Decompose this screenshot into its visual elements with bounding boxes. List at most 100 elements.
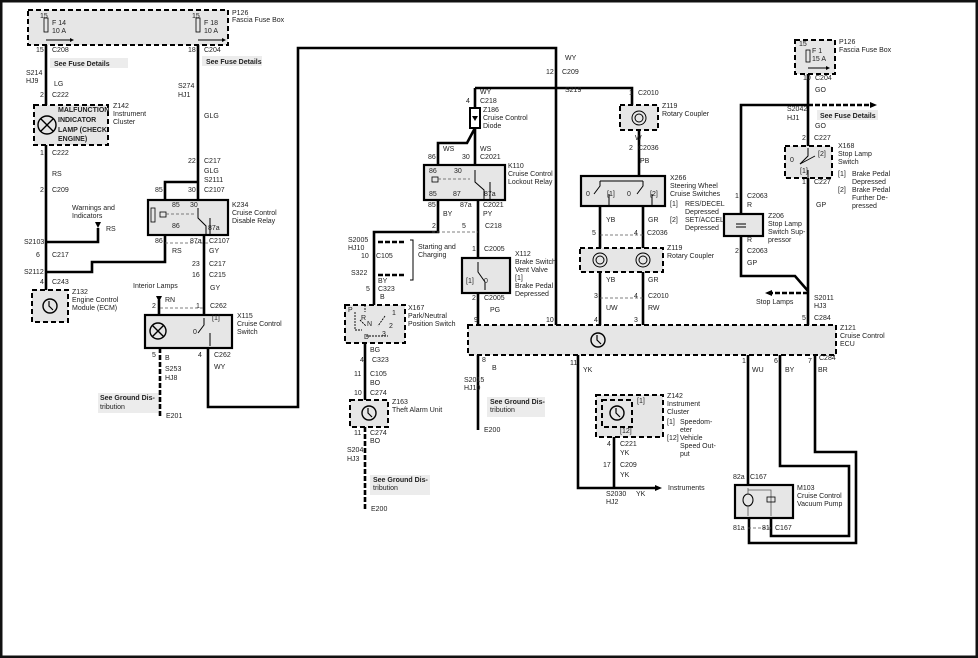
z142b-label: Instruments <box>668 485 705 492</box>
fuse-box-left-label: F 18 <box>204 20 218 27</box>
stop-label: P126 <box>839 39 855 46</box>
x266-label: Cruise Switches <box>670 191 721 198</box>
stop-label: 2 <box>735 248 739 255</box>
ecu-icon <box>609 405 625 421</box>
z142b-label: Speedom- <box>680 419 713 426</box>
mil-label: 2 <box>40 92 44 99</box>
x167-label: 2 <box>389 323 393 330</box>
k234-label: C217 <box>209 261 226 268</box>
z142b-label: C221 <box>620 441 637 448</box>
k110-label: 30 <box>462 154 470 161</box>
lamp-icon <box>149 322 167 340</box>
z142b-label: [1] <box>667 419 675 426</box>
x167-label: BG <box>370 347 380 354</box>
stop-label: Brake Pedal <box>852 187 891 194</box>
stop-label: 15 A <box>812 56 826 63</box>
z142b-label: YK <box>620 472 630 479</box>
stop-label: Switch Sup- <box>768 229 806 236</box>
k110-label: 87a <box>460 202 472 209</box>
rotary-coupler-icon <box>635 252 651 268</box>
k110-label: 87a <box>484 191 496 198</box>
x266-label: Z119 <box>662 103 678 110</box>
k110-label: 86 <box>429 168 437 175</box>
x266-label: C2010 <box>638 90 659 97</box>
x115-label: E201 <box>166 413 182 420</box>
x115-cruise-switch <box>143 313 234 350</box>
wire-steering <box>598 130 645 325</box>
x115-label: Cruise Control <box>237 321 282 328</box>
ecu-label: 1 <box>742 358 746 365</box>
k234-label: 30 <box>190 202 198 209</box>
fuse-box-left-label: 10 A <box>204 28 218 35</box>
stop-label: F 1 <box>812 48 822 55</box>
stop-label: See Fuse Details <box>820 113 876 120</box>
x266-label: C2036 <box>647 230 668 237</box>
x115-label: WY <box>214 364 226 371</box>
z119-rotary-coupler-upper <box>619 104 659 131</box>
ecu-label: ECU <box>840 341 855 348</box>
relay-coil-icon <box>431 176 470 183</box>
x167-label: Charging <box>418 252 447 259</box>
wire-br-pump <box>747 355 858 545</box>
k234-label: 87a <box>190 238 202 245</box>
stop-label: Stop Lamps <box>756 299 794 306</box>
k110-label: PY <box>483 211 493 218</box>
k110-label: K110 <box>508 163 524 170</box>
k234-label: C217 <box>204 158 221 165</box>
stop-label: Z206 <box>768 213 784 220</box>
x266-label: GR <box>648 217 659 224</box>
z142b-label: 17 <box>603 462 611 469</box>
mil-label: Cluster <box>113 119 136 126</box>
bracket <box>410 239 414 281</box>
stop-label: HJ3 <box>814 303 827 310</box>
ecu-label: See Ground Dis- <box>490 399 546 406</box>
k110-label: Diode <box>483 123 501 130</box>
z142b-label: put <box>680 451 690 458</box>
x266-label: RES/DECEL <box>685 201 725 208</box>
stop-label: C227 <box>814 179 831 186</box>
mil-label: C222 <box>52 92 69 99</box>
stop-label: S2042 <box>787 106 807 113</box>
x115-label: 1 <box>196 303 200 310</box>
x266-label: SET/ACCEL <box>685 217 724 224</box>
wire-by <box>372 200 440 305</box>
fuse-box-left-label: 10 A <box>52 28 66 35</box>
k234-label: 85 <box>155 187 163 194</box>
k110-label: S219 <box>565 87 581 94</box>
x112-label: X112 <box>515 251 531 258</box>
z142b-label: 4 <box>607 441 611 448</box>
stop-label: pressor <box>768 237 792 244</box>
x266-label: PB <box>640 158 650 165</box>
x266-label: YB <box>606 217 616 224</box>
ecu-label: BY <box>785 367 795 374</box>
m103-label: C167 <box>775 525 792 532</box>
x266-label: Depressed <box>685 225 719 232</box>
k110-label: 5 <box>462 223 466 230</box>
mil-label: Engine Control <box>72 297 119 304</box>
z142b-label: Vehicle <box>680 435 703 442</box>
k234-label: HJ1 <box>178 92 191 99</box>
wire-starting <box>378 240 405 277</box>
k110-label: 85 <box>429 191 437 198</box>
wire-wy-ws <box>436 86 634 165</box>
k110-label: Z186 <box>483 107 499 114</box>
x266-label: Depressed <box>685 209 719 216</box>
fuse-box-left-label: P126 <box>232 10 248 17</box>
fuse-icon <box>195 17 226 42</box>
x266-label: 3 <box>634 317 638 324</box>
x167-label: HJ3 <box>347 456 360 463</box>
note-box <box>487 397 545 417</box>
icons <box>37 17 830 516</box>
stop-label: 1 <box>802 179 806 186</box>
k234-label: K234 <box>232 202 248 209</box>
x266-label: Rotary Coupler <box>662 111 710 118</box>
motor-icon <box>742 488 776 516</box>
x167-label: C105 <box>370 371 387 378</box>
wires <box>44 45 877 545</box>
z142b-label: Instrument <box>667 401 700 408</box>
note-box <box>50 58 128 68</box>
x266-label: 4 <box>594 317 598 324</box>
